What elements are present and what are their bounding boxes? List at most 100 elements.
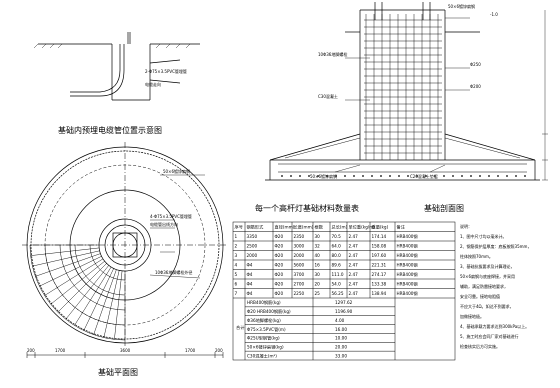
table-sub-label: Φ75×3.5PVC管(m) — [247, 326, 286, 333]
note-line: 50×6扁钢与底座焊接，并采用 — [460, 273, 515, 279]
table-cell: 3 — [235, 253, 238, 258]
conduit-detail — [33, 32, 200, 101]
table-cell: 6 — [235, 282, 238, 287]
notes-block: 说明： 1、图中尺寸均以毫米计。 2、钢筋保护层厚度：底板按照35mm， 柱体按照7… — [460, 223, 531, 349]
table-cell: 138.94 — [372, 291, 387, 296]
table-cell: 2000 — [247, 253, 258, 258]
table-cell: 56.25 — [332, 291, 344, 296]
table-sub-label: Φ25U型钢管(kg) — [247, 335, 280, 342]
table-header-cell: 序号 — [235, 224, 243, 231]
table-sub-value: 1196.90 — [335, 309, 353, 314]
table-cell: 70.5 — [332, 234, 342, 239]
note-line: 4、基础承载力要求达到300kPa以上。 — [460, 323, 529, 329]
table-cell: 7 — [235, 291, 238, 296]
section-bedding-label: C20混凝土垫层 — [410, 173, 438, 179]
table-cell: Φ20 — [275, 263, 284, 268]
note-line: 柱体按照70mm。 — [460, 253, 493, 259]
table-cell: 158.08 — [372, 244, 387, 249]
plan-anchor-label: 10Φ36地脚螺栓外径 — [155, 269, 192, 275]
plan-dim-3: 3600 — [120, 348, 131, 353]
section-c30-label: C30混凝土 — [318, 93, 338, 99]
table-cell: HRB400钢 — [397, 252, 418, 259]
table-sub-value: 10.00 — [335, 336, 347, 341]
table-sub-value: 16.00 — [335, 327, 347, 332]
table-cell: Φ4 — [247, 263, 253, 268]
table-cell: Φ20 — [275, 234, 284, 239]
table-cell: 2350 — [294, 234, 305, 239]
table-cell: 274.17 — [372, 272, 387, 277]
note-line: 检查核实后方可实施。 — [460, 343, 500, 349]
table-cell: Φ20 — [275, 253, 284, 258]
table-cell: 2500 — [247, 244, 258, 249]
table-header-cell: 单位重(kg/m) — [349, 224, 376, 231]
table-header-cell: 长度(mm) — [294, 224, 314, 231]
plan-dim-4: 1700 — [185, 348, 196, 353]
table-cell: 30 — [315, 272, 321, 277]
table-cell: 54.0 — [332, 282, 342, 287]
table-cell: 2 — [235, 244, 238, 249]
plan-dim-5: 200 — [215, 348, 223, 353]
note-line: 2、钢筋保护层厚度：底板按照35mm， — [460, 243, 531, 249]
table-title: 每一个高杆灯基础材料数量表 — [255, 203, 359, 213]
table-cell: 80.0 — [332, 253, 342, 258]
foundation-plan — [22, 142, 228, 358]
table-cell: 174.14 — [372, 234, 387, 239]
table-cell: 89.6 — [332, 263, 342, 268]
plan-ring-label: 50×6镀锌扁钢 — [163, 168, 190, 174]
note-line: 5、施工时应会同厂家对基础进行 — [460, 333, 519, 339]
table-cell: 221.31 — [372, 263, 387, 268]
plan-outlet-label: 电缆管出线方向 — [150, 221, 178, 227]
table-cell: 1 — [235, 234, 238, 239]
section-top-steel-label: 50×6镀锌扁钢 — [448, 3, 475, 9]
table-cell: 5600 — [294, 263, 305, 268]
conduit-pipe-label: 2-Φ75×3.5PVC管埋管 — [145, 68, 187, 74]
table-cell: 2.47 — [349, 282, 359, 287]
table-cell: 20 — [315, 282, 321, 287]
table-cell: HRB400钢 — [397, 290, 418, 297]
section-ring-label: 50×6镀锌扁钢 — [310, 173, 337, 179]
table-cell: Φ4 — [247, 272, 253, 277]
table-header-cell: 总长(m) — [332, 224, 348, 231]
section-ground-label: -1.0 — [490, 12, 498, 17]
table-cell: HRB400钢 — [397, 233, 418, 240]
foundation-section — [265, 2, 548, 181]
labels: 基础内预埋电缆管位置示意图 基础平面图 每一个高杆灯基础材料数量表 基础剖面图 … — [27, 3, 531, 377]
table-cell: 2.47 — [349, 263, 359, 268]
conduit-title: 基础内预埋电缆管位置示意图 — [58, 125, 162, 135]
table-header-cell: 直径(mm) — [275, 224, 295, 230]
table-sub-value: 20.00 — [335, 344, 347, 349]
table-cell: 2.47 — [349, 291, 359, 296]
table-cell: 2000 — [294, 253, 305, 258]
table-cell: 2.47 — [349, 253, 359, 258]
table-sub-label: 50×6镀锌扁钢(kg) — [247, 343, 284, 350]
table-sub-value: 1297.62 — [335, 300, 353, 305]
plan-title: 基础平面图 — [98, 367, 138, 377]
table-cell: 2.47 — [349, 272, 359, 277]
table-header-cell: 重量(kg) — [372, 224, 389, 231]
table-cell: 64.0 — [332, 244, 342, 249]
table-cell: 25 — [315, 291, 321, 296]
table-cell: 2.47 — [349, 244, 359, 249]
note-line: 辅助，满足防雷接地要求， — [460, 283, 508, 289]
table-sub-label: HRB400钢筋(kg) — [247, 299, 281, 306]
section-d1-label: Φ250 — [470, 62, 481, 67]
table-cell: Φ20 — [275, 291, 284, 296]
table-cell: HRB400钢 — [397, 262, 418, 269]
table-cell: 2700 — [294, 282, 305, 287]
table-cell: 3700 — [294, 272, 305, 277]
note-line: 说明： — [460, 223, 472, 229]
note-line: 不应大于4Ω。如达不到要求， — [460, 303, 514, 309]
section-d2-label: Φ200 — [470, 84, 481, 89]
table-cell: 2250 — [294, 291, 305, 296]
table-cell: 111.0 — [332, 272, 344, 277]
conduit-direction-label: 电缆走向 — [145, 81, 161, 87]
table-cell: 30 — [315, 234, 321, 239]
plan-dim-1: 200 — [27, 348, 35, 353]
table-cell: 3000 — [294, 244, 305, 249]
note-line: 加做接地极。 — [460, 313, 484, 319]
table-cell: 16 — [315, 263, 321, 268]
table-cell: HRB400钢 — [397, 281, 418, 288]
note-line: 1、图中尺寸均以毫米计。 — [460, 233, 507, 239]
table-cell: 40 — [315, 253, 321, 258]
plan-dim-2: 1700 — [55, 348, 66, 353]
